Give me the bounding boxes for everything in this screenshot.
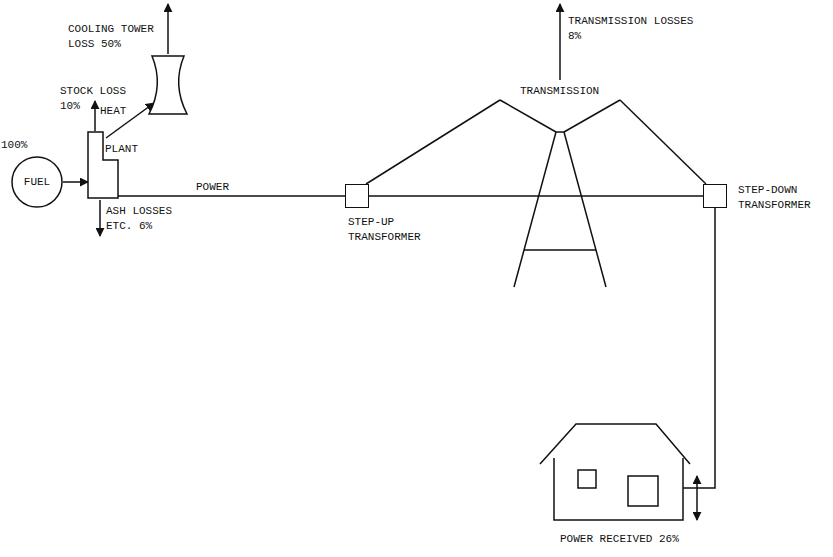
connector-line — [63, 181, 88, 183]
node-text: PLANT — [105, 142, 138, 157]
tower-arm — [564, 100, 620, 132]
house-walls — [554, 458, 683, 520]
node-outline — [88, 130, 152, 200]
transmission-loss-arrow — [559, 4, 561, 80]
connector-line — [369, 195, 703, 197]
cooling-tower: COOLING TOWER LOSS 50% — [146, 55, 190, 115]
node-text: STEP-UP TRANSFORMER — [348, 215, 424, 245]
step-up-transformer: STEP-UP TRANSFORMER — [345, 184, 369, 208]
house: POWER RECEIVED 26% — [540, 420, 692, 524]
tower-crossbar — [524, 249, 596, 251]
stock-loss-arrow — [94, 101, 96, 131]
step-down-transformer: STEP-DOWN TRANSFORMER — [703, 184, 727, 208]
power-flow-arrow — [696, 476, 698, 520]
node-text: STEP-DOWN TRANSFORMER — [738, 183, 814, 213]
connector-line — [118, 195, 345, 197]
power-plant: PLANT — [88, 130, 152, 200]
tower-arm — [500, 100, 556, 132]
tower-leg — [514, 132, 556, 287]
edge-label: HEAT — [100, 104, 126, 119]
cooling-loss-arrow — [167, 4, 169, 54]
transmission-wire — [366, 100, 500, 184]
fuel-outline — [12, 157, 62, 207]
transmission-label: TRANSMISSION — [520, 84, 599, 99]
tower-top — [556, 131, 564, 133]
loss-label: ASH LOSSES ETC. 6% — [106, 204, 175, 234]
connector-line — [683, 208, 715, 488]
house-window — [578, 470, 596, 488]
node-text: 100% — [1, 138, 27, 153]
node-text: FUEL — [11, 175, 63, 190]
node-text: POWER RECEIVED 26% — [560, 532, 679, 547]
loss-label: TRANSMISSION LOSSES 8% — [568, 14, 697, 44]
node-outline — [540, 420, 692, 524]
node-text: COOLING TOWER LOSS 50% — [68, 22, 157, 52]
tower-outline — [149, 56, 187, 114]
plant-outline — [88, 132, 118, 198]
ash-loss-arrow — [99, 200, 101, 236]
node-outline — [146, 55, 190, 115]
house-window — [628, 476, 658, 506]
tower-leg — [564, 132, 606, 287]
fuel-circle: 100%FUEL — [11, 156, 63, 208]
transmission-wire — [620, 100, 706, 184]
house-roof — [540, 424, 690, 464]
edge-label: POWER — [196, 180, 229, 195]
